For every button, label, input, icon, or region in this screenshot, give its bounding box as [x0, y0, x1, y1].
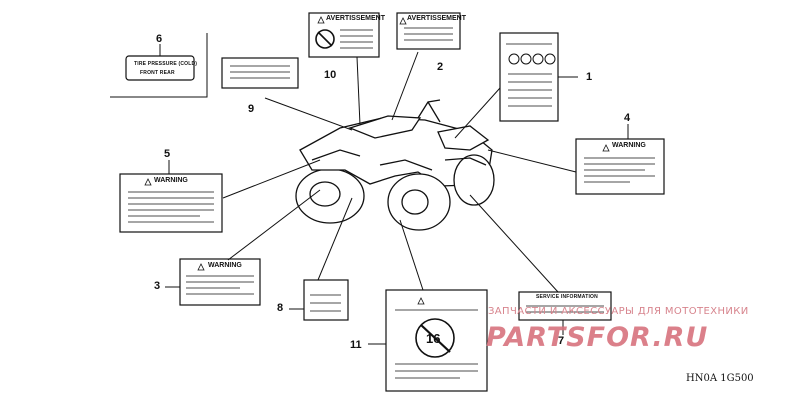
label-2 — [396, 12, 461, 50]
label-3 — [165, 258, 261, 306]
diagram-code: HN0A 1G500 — [686, 373, 754, 384]
label-10 — [308, 12, 380, 58]
label-4 — [575, 124, 665, 195]
label-2-heading: AVERTISSEMENT — [407, 15, 466, 22]
callout-11: 11 — [350, 339, 362, 351]
callout-1: 1 — [586, 71, 593, 83]
label-6-line2: FRONT REAR — [140, 70, 175, 76]
callout-10: 10 — [324, 69, 337, 81]
callout-6: 6 — [156, 33, 163, 45]
watermark-logo: PARTSFOR.RU — [486, 322, 709, 353]
label-9 — [221, 57, 299, 89]
label-5-heading: WARNING — [154, 177, 188, 184]
label-7 — [518, 291, 612, 335]
label-8 — [289, 279, 349, 321]
label-4-heading: WARNING — [612, 142, 646, 149]
callout-3: 3 — [154, 280, 161, 292]
label-7-heading: SERVICE INFORMATION — [536, 294, 598, 300]
label-6-line1: TIRE PRESSURE (COLD) — [134, 61, 198, 67]
label-5 — [119, 160, 223, 233]
callout-7: 7 — [558, 335, 565, 347]
label-10-heading: AVERTISSEMENT — [326, 15, 385, 22]
label-6 — [125, 44, 195, 81]
label-11-age: 16 — [426, 331, 441, 346]
callout-5: 5 — [164, 148, 171, 160]
label-11 — [368, 289, 488, 392]
callout-8: 8 — [277, 302, 284, 314]
atv-illustration — [295, 99, 495, 231]
label-3-heading: WARNING — [208, 262, 242, 269]
label-1 — [499, 32, 578, 122]
callout-9: 9 — [248, 103, 255, 115]
callout-2: 2 — [437, 61, 444, 73]
watermark-tagline: ЗАПЧАСТИ И АКСЕССУАРЫ ДЛЯ МОТОТЕХНИКИ — [488, 306, 749, 317]
leader-lines — [110, 33, 577, 293]
callout-4: 4 — [624, 112, 631, 124]
